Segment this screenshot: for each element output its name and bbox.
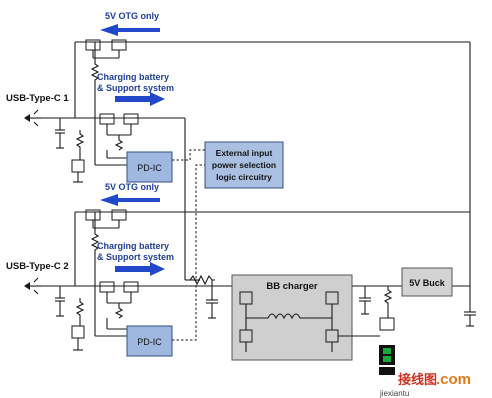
- buck-section: 5V Buck: [401, 267, 476, 327]
- usb-port-1-icon: [24, 109, 42, 127]
- pull-down-fet-1-icon: [71, 159, 85, 183]
- logic-label-line1: External input: [216, 148, 273, 158]
- buck-label: 5V Buck: [409, 278, 446, 288]
- otg-arrow-2-icon: [100, 194, 160, 206]
- charging-label-2-line2: & Support system: [97, 252, 174, 262]
- charging-label-1-line2: & Support system: [97, 83, 174, 93]
- otg-label-2: 5V OTG only: [105, 182, 159, 192]
- bb-charger-section: BB charger: [231, 274, 353, 361]
- rails: [40, 41, 471, 300]
- otg-fet-pair-1-icon: [85, 39, 127, 59]
- watermark-dotcom: .com: [436, 371, 471, 388]
- port-1-section: USB-Type-C 1: [6, 11, 174, 183]
- pd-ic-2: [126, 325, 173, 357]
- otg-arrow-1-icon: [100, 24, 160, 36]
- battery-fet-icon: [379, 317, 395, 331]
- logic-section: External input power selection logic cir…: [172, 141, 284, 341]
- resistor-icon: [90, 60, 100, 86]
- watermark: 接线图 .com jiexiantu: [379, 371, 471, 398]
- logic-label-line2: power selection: [212, 160, 276, 170]
- port-2-section: USB-Type-C 2: [6, 182, 174, 357]
- charging-label-2-line1: Charging battery: [97, 241, 169, 251]
- charge-fet-pair-2-icon: [99, 281, 139, 319]
- bb-charger-label: BB charger: [266, 281, 318, 292]
- logic-label-line3: logic circuitry: [216, 172, 272, 182]
- watermark-url: jiexiantu: [379, 389, 409, 398]
- charging-label-1-line1: Charging battery: [97, 72, 169, 82]
- capacitor-icon: [55, 118, 65, 149]
- otg-label-1: 5V OTG only: [105, 11, 159, 21]
- charge-fet-pair-1-icon: [99, 113, 139, 151]
- pull-down-fet-2-icon: [71, 325, 85, 351]
- usb-port-2-icon: [24, 277, 42, 295]
- watermark-text: 接线图: [398, 372, 437, 387]
- charge-arrow-1-icon: [115, 92, 165, 106]
- inductor-icon: [246, 313, 332, 320]
- port-1-label: USB-Type-C 1: [6, 93, 69, 104]
- port-2-label: USB-Type-C 2: [6, 261, 69, 272]
- battery-icon: [379, 345, 395, 375]
- capacitor-icon: [55, 286, 65, 317]
- pd-ic-1: [126, 151, 173, 183]
- otg-fet-pair-2-icon: [85, 209, 127, 229]
- buck-block: [401, 267, 453, 297]
- resistor-icon: [90, 230, 100, 256]
- pd-ic-1-label: PD-IC: [137, 163, 162, 173]
- pd-ic-2-label: PD-IC: [137, 337, 162, 347]
- charge-arrow-2-icon: [115, 262, 165, 276]
